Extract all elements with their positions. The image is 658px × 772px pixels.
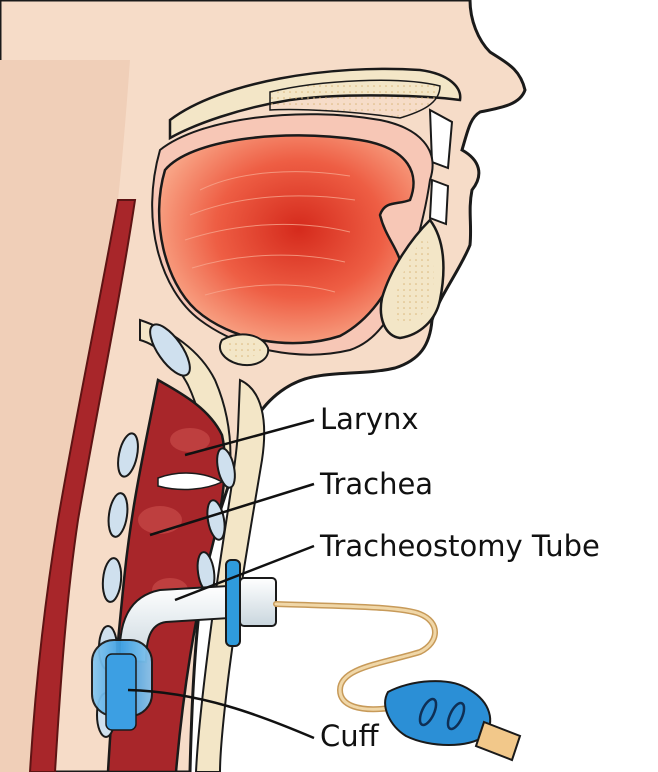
larynx-label: Larynx xyxy=(320,405,419,434)
cuff-label: Cuff xyxy=(320,722,379,751)
tube-hub xyxy=(240,578,276,626)
valve-connector xyxy=(476,722,520,760)
lower-incisor xyxy=(430,180,448,224)
tracheostomy-tube-label: Tracheostomy Tube xyxy=(320,532,600,561)
trachea-label: Trachea xyxy=(320,470,433,499)
tube-flange xyxy=(226,560,240,646)
pilot-balloon xyxy=(385,681,490,745)
